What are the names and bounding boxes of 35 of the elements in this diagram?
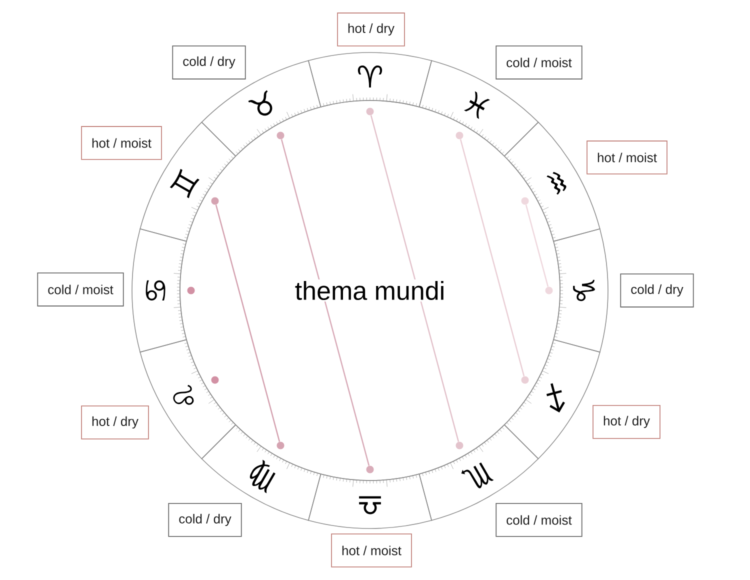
label-box: hot / dry bbox=[81, 406, 149, 440]
dot bbox=[545, 286, 553, 294]
label-box: cold / dry bbox=[620, 274, 694, 308]
dot bbox=[521, 376, 529, 384]
label-box: hot / moist bbox=[81, 126, 162, 160]
dot bbox=[276, 442, 284, 450]
label-box: cold / dry bbox=[172, 46, 246, 80]
label-box: hot / dry bbox=[337, 12, 405, 46]
zodiac-sector: ♈ bbox=[308, 52, 432, 108]
dot bbox=[211, 376, 219, 384]
connecting-line bbox=[280, 139, 370, 466]
dot bbox=[366, 108, 374, 116]
dot bbox=[187, 286, 195, 294]
label-box: hot / moist bbox=[586, 140, 668, 174]
zodiac-sector: ♐ bbox=[504, 339, 600, 460]
zodiac-sector: ♋ bbox=[132, 228, 187, 352]
dot bbox=[211, 197, 219, 205]
zodiac-sector: ♑ bbox=[553, 228, 608, 352]
dot bbox=[456, 442, 464, 450]
label-box: hot / dry bbox=[592, 405, 660, 439]
connecting-line bbox=[525, 204, 549, 287]
zodiac-sector: ♎ bbox=[308, 474, 432, 529]
label-box: hot / moist bbox=[331, 534, 412, 568]
label-box: cold / moist bbox=[37, 272, 124, 306]
connecting-line bbox=[215, 204, 280, 442]
label-box: cold / dry bbox=[168, 503, 242, 537]
label-box: cold / moist bbox=[496, 503, 582, 537]
dot bbox=[456, 132, 464, 140]
dot bbox=[276, 132, 284, 140]
dot bbox=[366, 466, 374, 474]
connecting-line bbox=[370, 115, 460, 442]
connecting-line bbox=[460, 139, 525, 376]
zodiac-sector: ♌ bbox=[140, 339, 236, 460]
label-box: cold / moist bbox=[496, 46, 582, 80]
dot bbox=[521, 197, 529, 205]
